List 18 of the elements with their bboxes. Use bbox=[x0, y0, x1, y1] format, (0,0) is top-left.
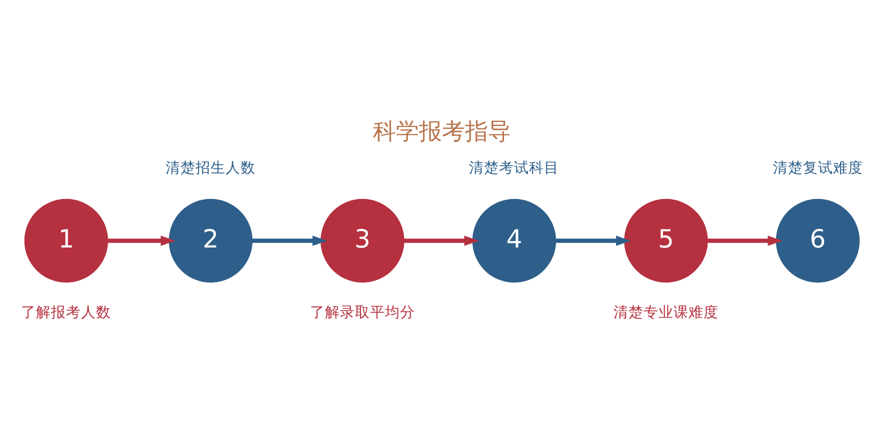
node-label: 清楚复试难度 bbox=[772, 159, 863, 176]
arrow bbox=[708, 236, 783, 246]
node-circle: 3 bbox=[320, 198, 404, 283]
arrow bbox=[108, 236, 176, 246]
arrow bbox=[556, 236, 631, 246]
arrow bbox=[404, 236, 479, 246]
node-circle: 5 bbox=[624, 198, 708, 283]
node-label: 清楚招生人数 bbox=[166, 159, 256, 176]
node-circle: 1 bbox=[24, 198, 108, 283]
node-label: 了解录取平均分 bbox=[310, 304, 415, 321]
node-circle: 4 bbox=[472, 198, 556, 283]
node-label: 了解报考人数 bbox=[21, 304, 112, 321]
node-circle: 6 bbox=[776, 198, 860, 283]
node-label: 清楚考试科目 bbox=[469, 159, 560, 176]
diagram-title: 科学报考指导 bbox=[373, 118, 511, 145]
node-label: 清楚专业课难度 bbox=[614, 304, 718, 321]
node-circle: 2 bbox=[168, 198, 253, 283]
arrow bbox=[252, 236, 328, 246]
